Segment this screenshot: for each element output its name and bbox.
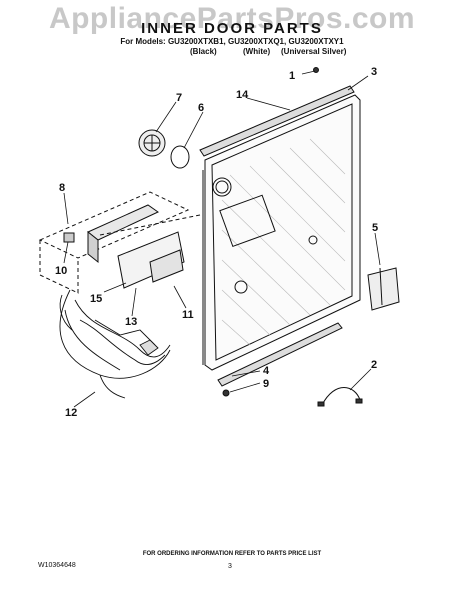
callout-15: 15 xyxy=(90,293,102,305)
color-label-white: (White) xyxy=(243,47,271,56)
color-label-black: (Black) xyxy=(190,47,217,56)
callout-4: 4 xyxy=(263,365,270,377)
callout-8: 8 xyxy=(59,182,65,194)
callout-14: 14 xyxy=(236,89,249,101)
color-label-silver: (Universal Silver) xyxy=(281,47,347,56)
page-number: 3 xyxy=(228,563,232,570)
leader-lines xyxy=(63,70,381,408)
bracket xyxy=(367,267,400,311)
callout-9: 9 xyxy=(263,378,269,390)
cable xyxy=(317,387,363,407)
callout-5: 5 xyxy=(372,222,378,234)
page-title: INNER DOOR PARTS xyxy=(141,20,323,37)
screw xyxy=(313,67,319,73)
wire-harness xyxy=(59,289,171,399)
callout-6: 6 xyxy=(198,102,204,114)
dispenser-assembly xyxy=(38,191,190,294)
watermark: AppliancePartsPros.com xyxy=(48,2,416,35)
document-number: W10364648 xyxy=(38,562,76,569)
callout-7: 7 xyxy=(176,92,182,104)
callout-12: 12 xyxy=(65,407,77,419)
screw xyxy=(222,389,230,397)
callout-13: 13 xyxy=(125,316,137,328)
vent-cap xyxy=(138,129,166,157)
dispenser-plate xyxy=(99,214,201,289)
callout-10: 10 xyxy=(55,265,67,277)
ordering-note: FOR ORDERING INFORMATION REFER TO PARTS … xyxy=(142,551,322,557)
vent-gasket xyxy=(170,145,190,169)
callout-3: 3 xyxy=(371,66,377,78)
door-top-strip xyxy=(199,85,355,157)
inner-door-panel xyxy=(202,94,361,371)
callout-1: 1 xyxy=(289,70,295,82)
callout-11: 11 xyxy=(182,309,194,321)
bottom-strip xyxy=(217,322,343,387)
callout-2: 2 xyxy=(371,359,377,371)
model-list: For Models: GU3200XTXB1, GU3200XTXQ1, GU… xyxy=(120,37,344,46)
